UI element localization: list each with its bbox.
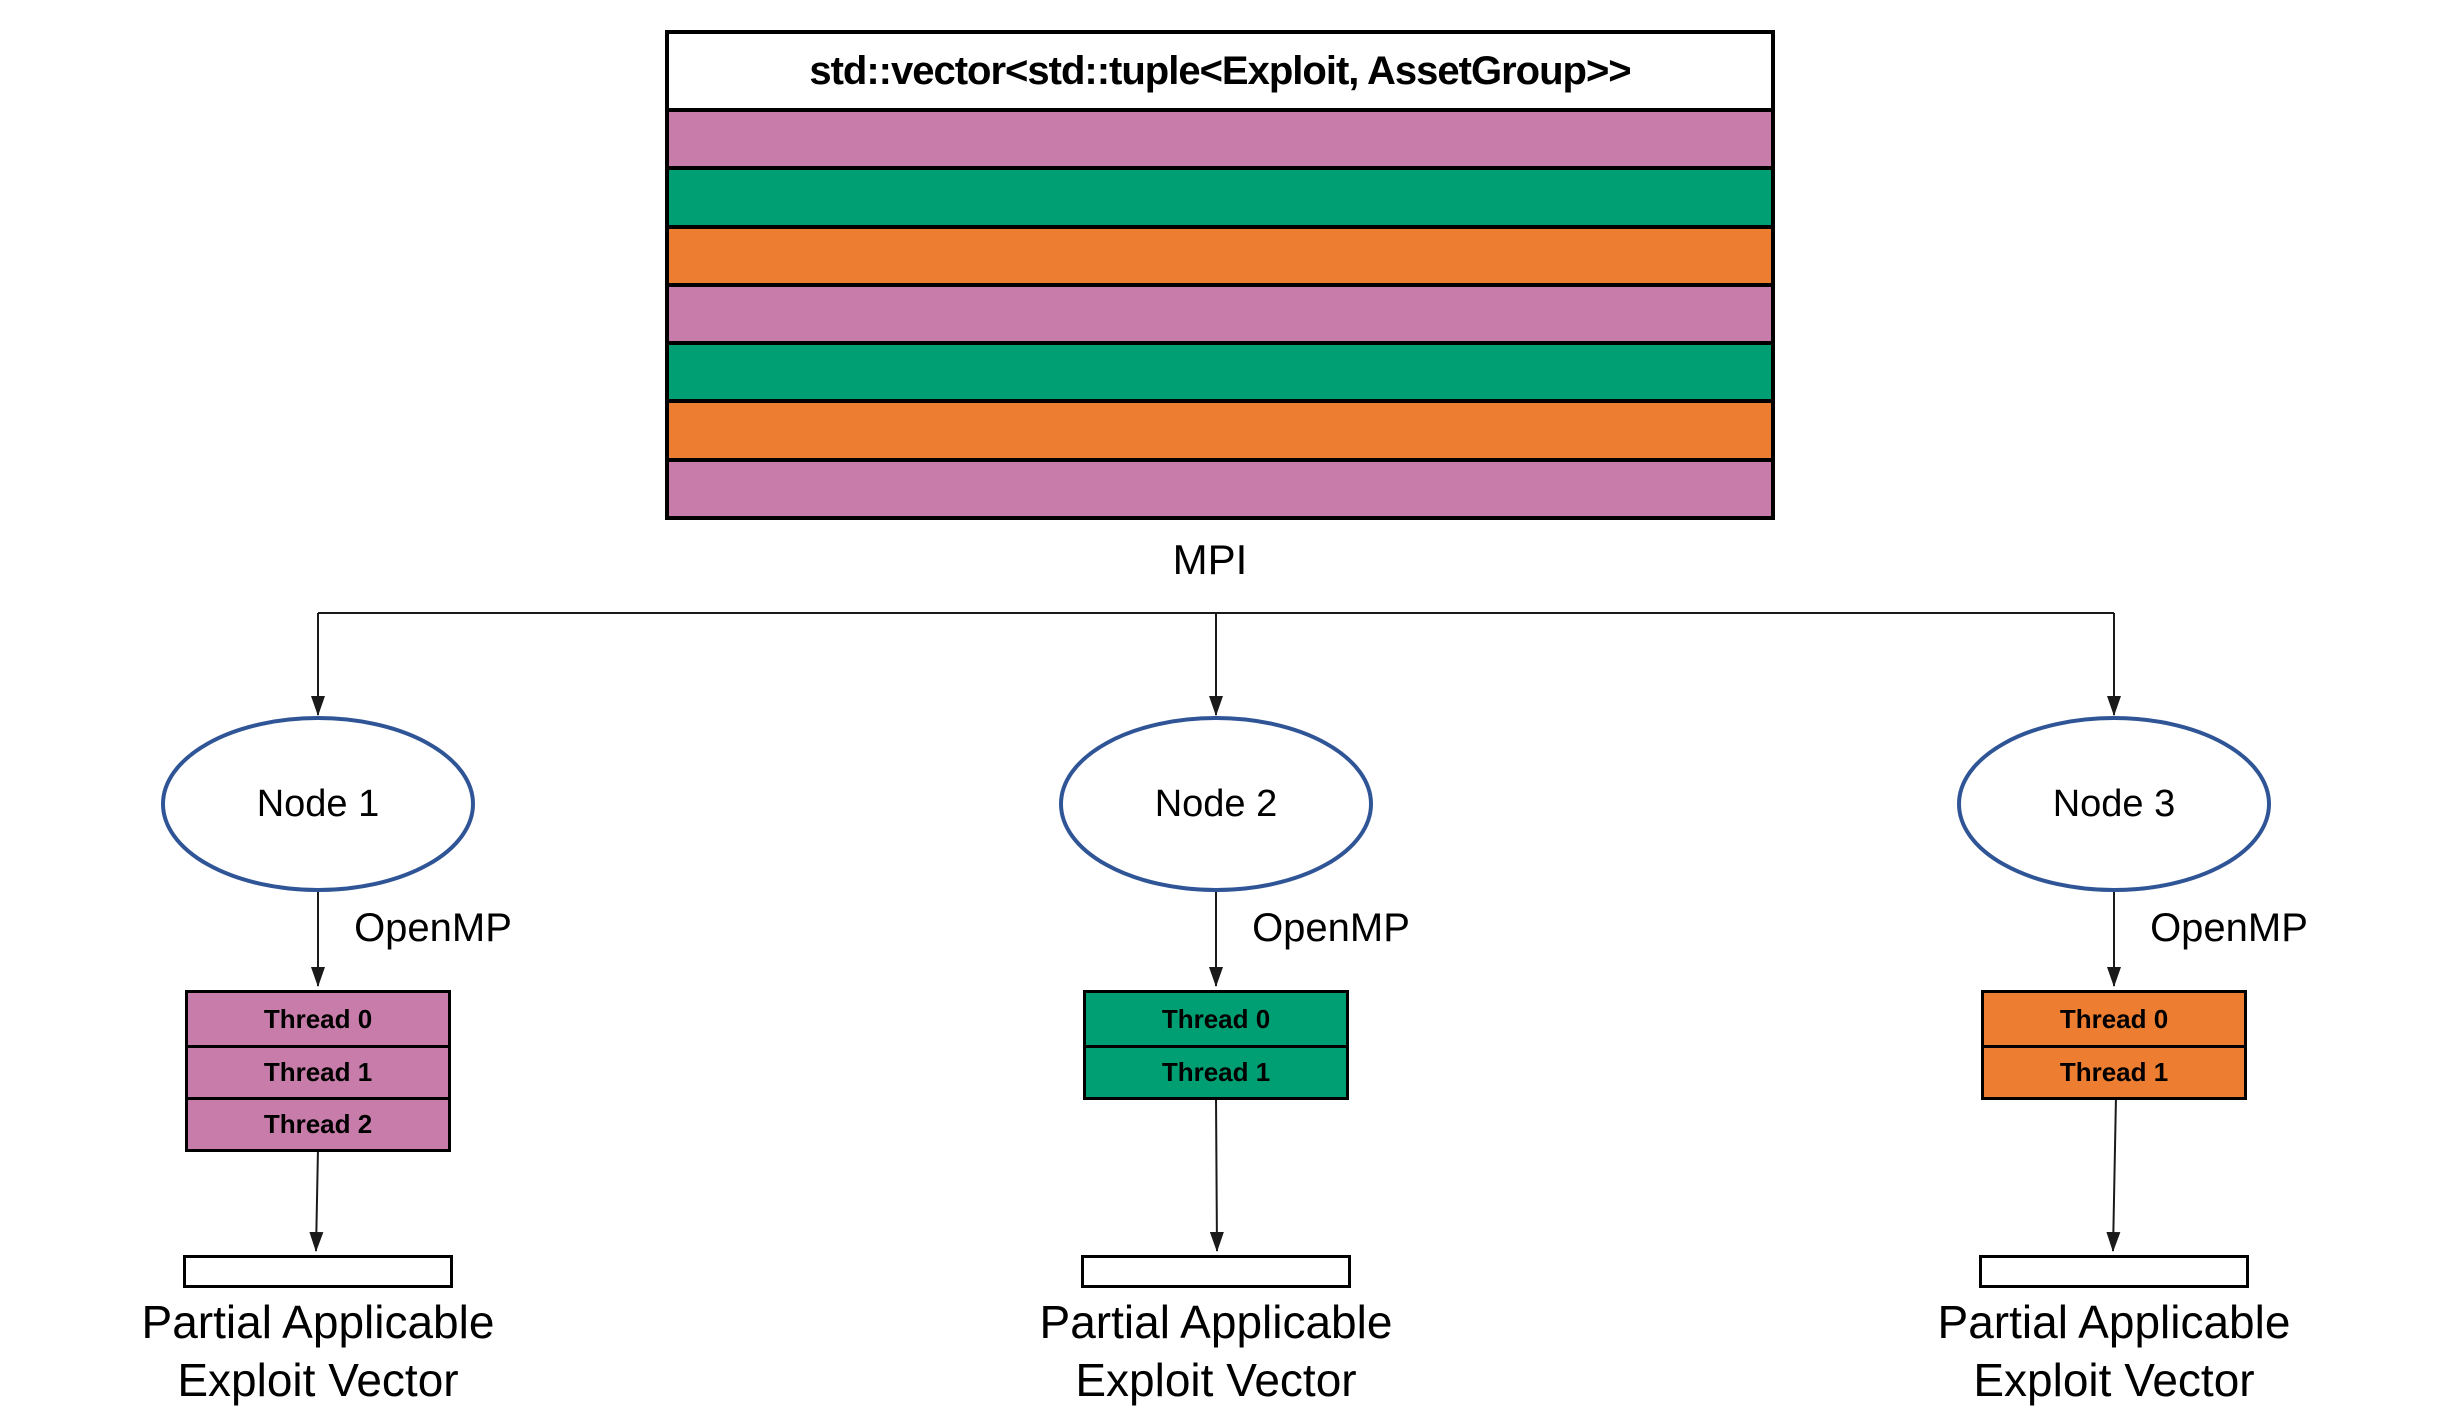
node-2-thread-stack: Thread 0 Thread 1 — [1083, 990, 1349, 1100]
node-3-label: Node 3 — [2052, 782, 2176, 825]
thread-row: Thread 0 — [188, 993, 448, 1045]
vector-row — [669, 341, 1771, 400]
vector-row — [669, 399, 1771, 458]
node-3-thread-stack: Thread 0 Thread 1 — [1981, 990, 2247, 1100]
vector-row — [669, 457, 1771, 516]
node-2-label: Node 2 — [1154, 782, 1278, 825]
openmp-label-node-1: OpenMP — [354, 906, 512, 950]
arrow-threads-1-to-output — [309, 1147, 324, 1252]
arrow-threads-2-to-output — [1209, 1095, 1224, 1252]
node-1-output-box — [183, 1255, 453, 1288]
node-1-label: Node 1 — [256, 782, 380, 825]
thread-row: Thread 2 — [188, 1097, 448, 1149]
openmp-label-node-3: OpenMP — [2150, 906, 2308, 950]
output-label-line-2: Exploit Vector — [177, 1353, 459, 1406]
vector-row — [669, 282, 1771, 342]
node-1-output-label: Partial Applicable Exploit Vector — [58, 1294, 578, 1410]
thread-row: Thread 0 — [1984, 993, 2244, 1045]
thread-row: Thread 1 — [188, 1045, 448, 1097]
thread-row: Thread 0 — [1086, 993, 1346, 1045]
output-label-line-1: Partial Applicable — [1039, 1296, 1393, 1348]
output-label-line-1: Partial Applicable — [1937, 1296, 2291, 1348]
node-2-output-label: Partial Applicable Exploit Vector — [956, 1294, 1476, 1410]
arrow-threads-3-to-output — [2106, 1095, 2121, 1252]
exploit-vector-box: std::vector<std::tuple<Exploit, AssetGro… — [665, 30, 1775, 520]
node-2-output-box — [1081, 1255, 1351, 1288]
node-1-thread-stack: Thread 0 Thread 1 Thread 2 — [185, 990, 451, 1152]
thread-row: Thread 1 — [1086, 1045, 1346, 1097]
openmp-label-node-2: OpenMP — [1252, 906, 1410, 950]
node-3-output-box — [1979, 1255, 2249, 1288]
vector-row — [669, 166, 1771, 225]
mpi-label: MPI — [1172, 536, 1248, 583]
output-label-line-2: Exploit Vector — [1075, 1353, 1357, 1406]
vector-row — [669, 108, 1771, 167]
vector-box-title: std::vector<std::tuple<Exploit, AssetGro… — [669, 34, 1771, 108]
output-label-line-2: Exploit Vector — [1973, 1353, 2255, 1406]
output-label-line-1: Partial Applicable — [141, 1296, 495, 1348]
thread-row: Thread 1 — [1984, 1045, 2244, 1097]
vector-row — [669, 224, 1771, 283]
node-3-output-label: Partial Applicable Exploit Vector — [1854, 1294, 2374, 1410]
